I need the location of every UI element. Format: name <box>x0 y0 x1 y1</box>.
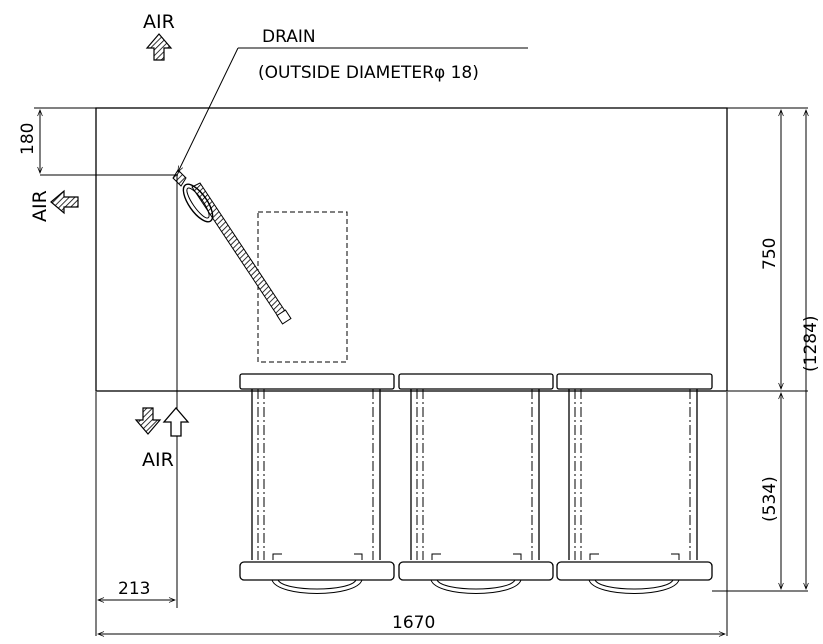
drain-spec-label: (OUTSIDE DIAMETERφ 18) <box>258 63 479 83</box>
air-label-top: AIR <box>143 11 175 33</box>
dim-width-total: 1670 <box>392 613 435 633</box>
internal-component-dashed <box>257 211 348 363</box>
drain-hose <box>182 182 292 325</box>
air-label-left: AIR <box>29 190 51 222</box>
drain-leader-line <box>177 47 239 173</box>
air-arrow-left-icon <box>50 189 79 215</box>
drain-label: DRAIN <box>262 27 316 47</box>
drain-outlet-icon <box>172 169 187 187</box>
dim-offset-left: 213 <box>118 579 150 599</box>
dim-depth-extension: (534) <box>760 476 780 522</box>
unit-outline <box>95 107 728 392</box>
dim-depth-unit: 750 <box>760 238 780 270</box>
dim-depth-total: (1284) <box>801 315 821 372</box>
air-arrow-up-outline-icon <box>162 407 190 437</box>
dim-offset-top: 180 <box>18 123 38 155</box>
stand-1 <box>239 373 395 594</box>
stand-2 <box>398 373 554 594</box>
air-arrow-down-icon <box>134 407 162 435</box>
air-arrow-up-icon <box>145 33 173 61</box>
stand-3 <box>556 373 713 594</box>
air-label-bottom: AIR <box>142 449 174 471</box>
